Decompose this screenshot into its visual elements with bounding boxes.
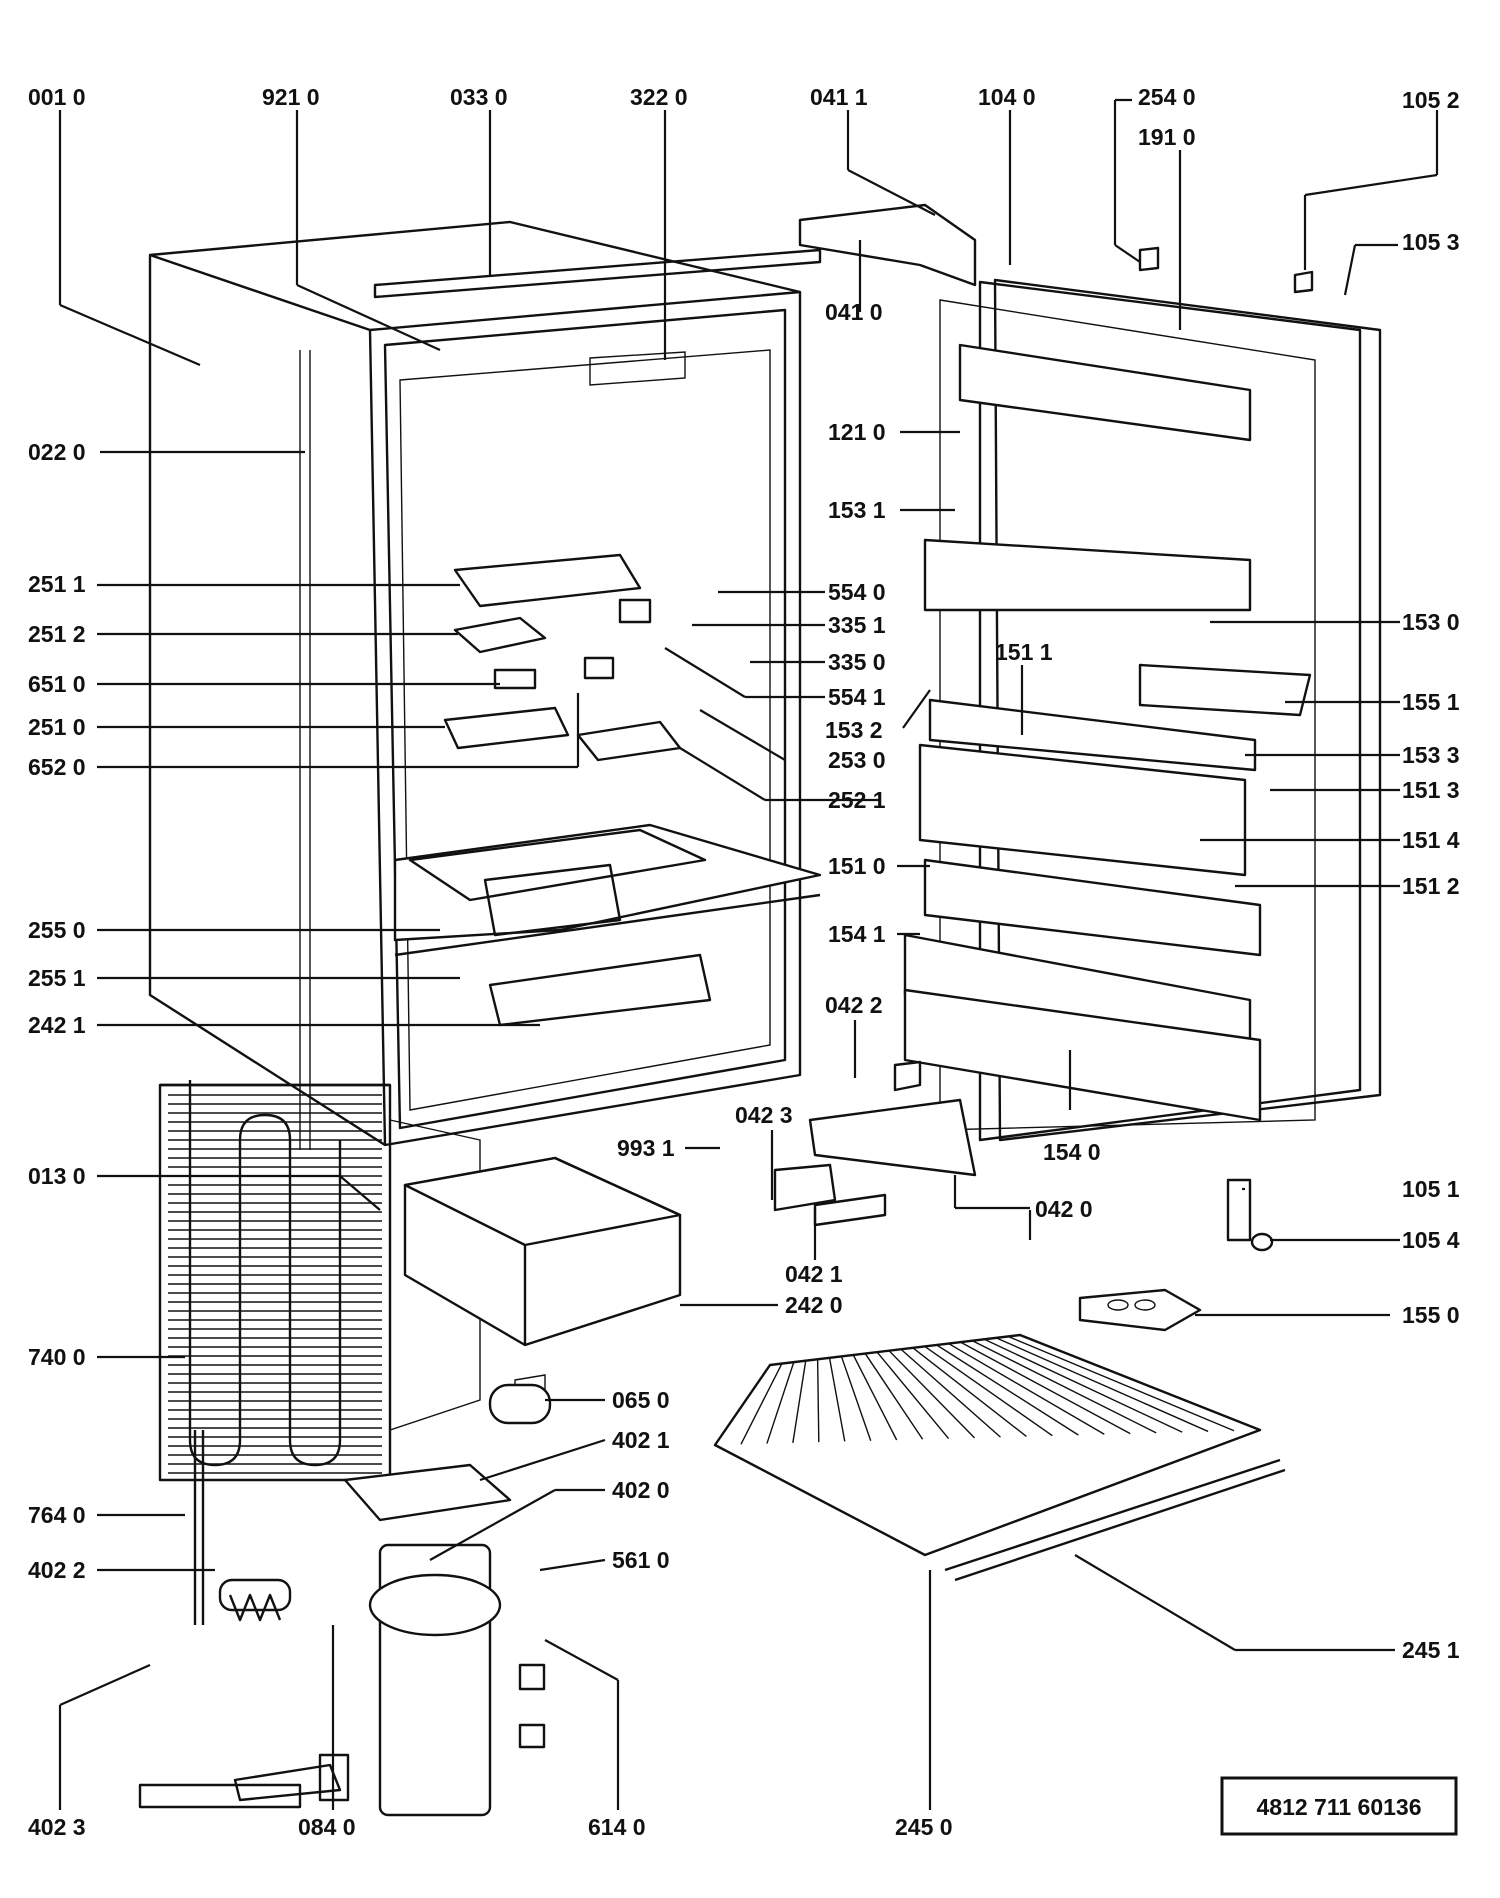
label-041-1: 041 1 — [810, 84, 868, 110]
leader-lines — [58, 98, 1439, 1810]
label-105-2: 105 2 — [1402, 87, 1460, 113]
label-322-0: 322 0 — [630, 84, 688, 110]
glass-shelf-and-crisper — [393, 823, 822, 1027]
label-153-0: 153 0 — [1402, 609, 1460, 635]
label-121-0: 121 0 — [828, 419, 886, 445]
hinges — [773, 203, 977, 1227]
label-242-1: 242 1 — [28, 1012, 86, 1038]
freezer-drawer — [403, 1156, 682, 1421]
label-154-1: 154 1 — [828, 921, 886, 947]
label-614-0: 614 0 — [588, 1814, 646, 1840]
label-251-1: 251 1 — [28, 571, 86, 597]
label-335-0: 335 0 — [828, 649, 886, 675]
label-245-1: 245 1 — [1402, 1637, 1460, 1663]
label-084-0: 084 0 — [298, 1814, 356, 1840]
label-242-0: 242 0 — [785, 1292, 843, 1318]
label-105-3: 105 3 — [1402, 229, 1460, 255]
label-022-0: 022 0 — [28, 439, 86, 465]
label-993-1: 993 1 — [617, 1135, 675, 1161]
label-740-0: 740 0 — [28, 1344, 86, 1370]
label-104-0: 104 0 — [978, 84, 1036, 110]
label-402-2: 402 2 — [28, 1557, 86, 1583]
label-251-0: 251 0 — [28, 714, 86, 740]
label-554-0: 554 0 — [828, 579, 886, 605]
wire-shelf — [713, 1333, 1286, 1582]
label-255-0: 255 0 — [28, 917, 86, 943]
label-042-3: 042 3 — [735, 1102, 793, 1128]
part-labels: 001 0 921 0 033 0 322 0 041 1 104 0 254 … — [28, 84, 1460, 1840]
label-651-0: 651 0 — [28, 671, 86, 697]
cabinet-body — [148, 220, 822, 1150]
label-105-4: 105 4 — [1402, 1227, 1460, 1253]
label-065-0: 065 0 — [612, 1387, 670, 1413]
label-155-1: 155 1 — [1402, 689, 1460, 715]
label-013-0: 013 0 — [28, 1163, 86, 1189]
reference-number: 4812 711 60136 — [1256, 1794, 1421, 1820]
label-252-1: 252 1 — [828, 787, 886, 813]
label-191-0: 191 0 — [1138, 124, 1196, 150]
label-764-0: 764 0 — [28, 1502, 86, 1528]
condenser-coil — [158, 1080, 481, 1482]
label-652-0: 652 0 — [28, 754, 86, 780]
label-001-0: 001 0 — [28, 84, 86, 110]
label-153-1: 153 1 — [828, 497, 886, 523]
label-151-1: 151 1 — [995, 639, 1053, 665]
label-402-0: 402 0 — [612, 1477, 670, 1503]
refrigerator-door — [903, 278, 1382, 1142]
label-151-3: 151 3 — [1402, 777, 1460, 803]
label-402-3: 402 3 — [28, 1814, 86, 1840]
door-small-parts — [1138, 246, 1314, 1252]
label-154-0: 154 0 — [1043, 1139, 1101, 1165]
label-151-0: 151 0 — [828, 853, 886, 879]
label-254-0: 254 0 — [1138, 84, 1196, 110]
label-153-3: 153 3 — [1402, 742, 1460, 768]
label-105-1: 105 1 — [1402, 1176, 1460, 1202]
reference-number-box: 4812 711 60136 — [1220, 1776, 1458, 1836]
label-042-2: 042 2 — [825, 992, 883, 1018]
label-335-1: 335 1 — [828, 612, 886, 638]
label-041-0: 041 0 — [825, 299, 883, 325]
label-561-0: 561 0 — [612, 1547, 670, 1573]
label-033-0: 033 0 — [450, 84, 508, 110]
label-042-0: 042 0 — [1035, 1196, 1093, 1222]
label-151-2: 151 2 — [1402, 873, 1460, 899]
label-554-1: 554 1 — [828, 684, 886, 710]
label-402-1: 402 1 — [612, 1427, 670, 1453]
label-253-0: 253 0 — [828, 747, 886, 773]
label-251-2: 251 2 — [28, 621, 86, 647]
label-153-2: 153 2 — [825, 717, 883, 743]
label-255-1: 255 1 — [28, 965, 86, 991]
label-151-4: 151 4 — [1402, 827, 1460, 853]
label-245-0: 245 0 — [895, 1814, 953, 1840]
label-921-0: 921 0 — [262, 84, 320, 110]
egg-tray — [1078, 1288, 1202, 1332]
label-042-1: 042 1 — [785, 1261, 843, 1287]
compressor-assembly — [138, 1383, 552, 1817]
label-155-0: 155 0 — [1402, 1302, 1460, 1328]
